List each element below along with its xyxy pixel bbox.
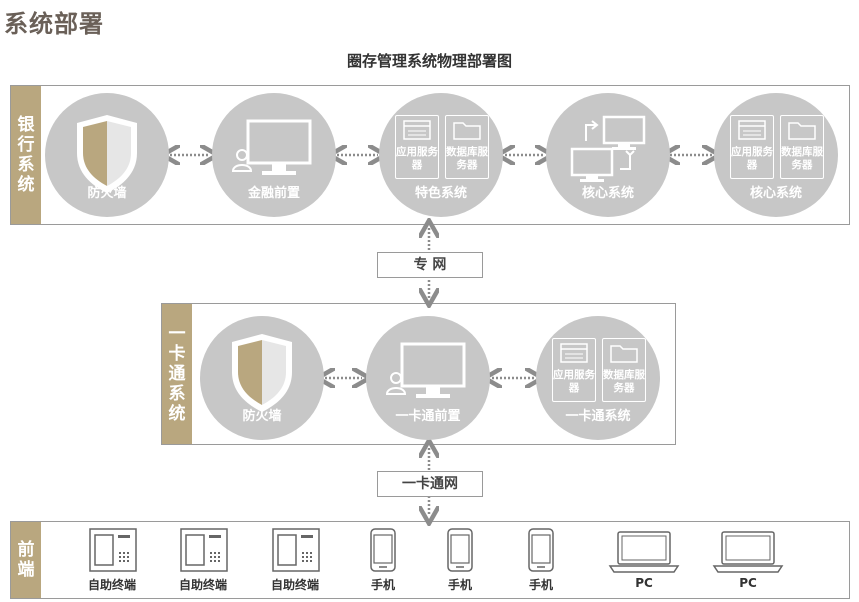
folder-icon bbox=[788, 122, 816, 140]
bank-node-feature-system: 应用服务器 数据库服务器 特色系统 bbox=[379, 93, 503, 217]
app-server-label: 应用服务器 bbox=[396, 146, 438, 171]
device-label: 手机 bbox=[447, 578, 472, 592]
bank-system-label: 银行系统 bbox=[11, 86, 41, 224]
terminal-panel: 前端 bbox=[10, 521, 850, 599]
kiosk-icon bbox=[89, 528, 137, 572]
bank-node-core-sync-label: 核心系统 bbox=[581, 186, 634, 201]
folder-icon bbox=[453, 122, 481, 140]
device-kiosk-3: 自助终端 bbox=[255, 526, 335, 592]
device-phone-1: 手机 bbox=[343, 526, 423, 592]
bank-node-finance-front: 金融前置 bbox=[212, 93, 336, 217]
card-node-firewall-label: 防火墙 bbox=[242, 409, 282, 424]
bank-node-core-system: 应用服务器 数据库服务器 核心系统 bbox=[714, 93, 838, 217]
db-server-box: 数据库服务器 bbox=[445, 115, 489, 179]
app-server-box: 应用服务器 bbox=[730, 115, 774, 179]
kiosk-icon bbox=[272, 528, 320, 572]
bank-node-core-system-label: 核心系统 bbox=[749, 186, 802, 201]
db-server-label: 数据库服务器 bbox=[446, 146, 488, 171]
phone-icon bbox=[528, 528, 554, 572]
bank-node-firewall: 防火墙 bbox=[45, 93, 169, 217]
app-server-box: 应用服务器 bbox=[552, 338, 596, 402]
device-label: 自助终端 bbox=[87, 578, 136, 592]
laptop-icon bbox=[608, 531, 680, 573]
device-phone-3: 手机 bbox=[501, 526, 581, 592]
shield-icon bbox=[77, 115, 137, 193]
private-network-box: 专 网 bbox=[377, 252, 483, 278]
window-icon bbox=[738, 120, 766, 140]
phone-icon bbox=[447, 528, 473, 572]
app-server-label: 应用服务器 bbox=[553, 369, 595, 394]
page-title: 系统部署 bbox=[4, 10, 104, 38]
bank-node-feature-system-label: 特色系统 bbox=[414, 186, 467, 201]
monitor-operator-icon bbox=[231, 119, 312, 175]
device-label: PC bbox=[635, 576, 653, 590]
card-node-card-system: 应用服务器 数据库服务器 一卡通系统 bbox=[536, 316, 660, 440]
bank-node-firewall-label: 防火墙 bbox=[87, 186, 127, 201]
device-kiosk-1: 自助终端 bbox=[72, 526, 152, 592]
app-server-label: 应用服务器 bbox=[731, 146, 773, 171]
device-label: 手机 bbox=[370, 578, 395, 592]
db-server-box: 数据库服务器 bbox=[602, 338, 646, 402]
card-network-box: 一卡通网 bbox=[377, 471, 483, 497]
window-icon bbox=[403, 120, 431, 140]
card-node-card-front-label: 一卡通前置 bbox=[395, 409, 461, 424]
card-system-label: 一卡通系统 bbox=[162, 304, 192, 444]
device-pc-2: PC bbox=[708, 526, 788, 590]
window-icon bbox=[560, 343, 588, 363]
sync-monitors-icon bbox=[570, 115, 646, 182]
db-server-box: 数据库服务器 bbox=[780, 115, 824, 179]
db-server-label: 数据库服务器 bbox=[781, 146, 823, 171]
device-label: 自助终端 bbox=[270, 578, 319, 592]
device-kiosk-2: 自助终端 bbox=[163, 526, 243, 592]
card-node-firewall: 防火墙 bbox=[200, 316, 324, 440]
monitor-operator-icon bbox=[385, 342, 466, 398]
phone-icon bbox=[370, 528, 396, 572]
db-server-label: 数据库服务器 bbox=[603, 369, 645, 394]
kiosk-icon bbox=[180, 528, 228, 572]
terminal-label: 前端 bbox=[11, 522, 41, 598]
card-node-card-front: 一卡通前置 bbox=[366, 316, 490, 440]
bank-node-finance-front-label: 金融前置 bbox=[247, 186, 300, 201]
card-node-card-system-label: 一卡通系统 bbox=[565, 409, 631, 424]
device-phone-2: 手机 bbox=[420, 526, 500, 592]
laptop-icon bbox=[712, 531, 784, 573]
device-label: PC bbox=[739, 576, 757, 590]
device-label: 自助终端 bbox=[178, 578, 227, 592]
bank-node-core-sync: 核心系统 bbox=[546, 93, 670, 217]
folder-icon bbox=[610, 345, 638, 363]
device-label: 手机 bbox=[528, 578, 553, 592]
device-pc-1: PC bbox=[604, 526, 684, 590]
shield-icon bbox=[232, 334, 292, 412]
diagram-title: 圈存管理系统物理部署图 bbox=[346, 52, 512, 70]
app-server-box: 应用服务器 bbox=[395, 115, 439, 179]
